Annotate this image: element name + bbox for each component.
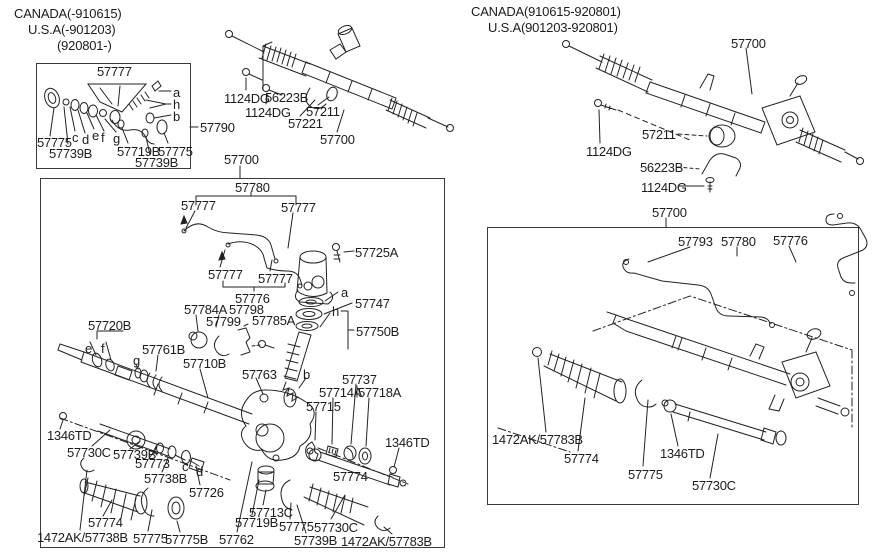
- part-label-1472AK-57783B-leftbox: 1472AK/57783B: [341, 534, 432, 549]
- part-label-57780-leftbox: 57780: [235, 180, 270, 195]
- part-label-57773: 57773: [135, 456, 170, 471]
- header-right-line2: U.S.A(901203-920801): [488, 20, 618, 35]
- ref-letter-h: h: [173, 97, 180, 112]
- part-label-57763: 57763: [242, 367, 277, 382]
- part-label-1472AK-57738B: 1472AK/57738B: [37, 530, 128, 545]
- part-label-56223B-center: 56223B: [265, 90, 309, 105]
- part-label-57793: 57793: [678, 234, 713, 249]
- ref-letter-a: a: [173, 85, 180, 100]
- part-label-56223B-right: 56223B: [640, 160, 684, 175]
- ref-letter-b-leftbox: b: [303, 367, 310, 382]
- ref-letter-f-leftbox: f: [101, 341, 105, 356]
- part-label-57777-3: 57777: [208, 267, 243, 282]
- ref-letter-c-leftbox: c: [182, 459, 189, 474]
- part-label-57739B-a: 57739B: [113, 447, 157, 462]
- part-label-57785A: 57785A: [252, 313, 296, 328]
- ref-letter-g-leftbox: g: [133, 353, 140, 368]
- part-label-57777-inset: 57777: [97, 64, 132, 79]
- ref-letter-h-leftbox: h: [332, 304, 339, 319]
- part-label-57719B-inset: 57719B: [117, 144, 161, 159]
- part-label-57777-2: 57777: [281, 200, 316, 215]
- part-label-57719B-leftbox: 57719B: [235, 515, 279, 530]
- part-label-57777-4: 57777: [258, 271, 293, 286]
- part-label-57762: 57762: [219, 532, 254, 547]
- part-label-57775-b: 57775: [279, 519, 314, 534]
- part-label-1124DG-center-2: 1124DG: [245, 105, 291, 120]
- part-label-57774-left: 57774: [88, 515, 123, 530]
- part-label-57750B: 57750B: [356, 324, 400, 339]
- part-label-57780-rightbox: 57780: [721, 234, 756, 249]
- header-left-line3: (920801-): [57, 38, 112, 53]
- right-gearbox-drawing: [497, 213, 868, 479]
- part-label-57211-center: 57211: [306, 104, 340, 119]
- part-label-57774-rightbox: 57774: [564, 451, 599, 466]
- part-label-57798: 57798: [229, 302, 264, 317]
- center-rack-drawing: [225, 24, 454, 133]
- part-label-57777-1: 57777: [181, 198, 216, 213]
- part-label-57775-inset-right: 57775: [158, 144, 193, 159]
- part-label-57730C-bottom: 57730C: [314, 520, 358, 535]
- part-label-57700-center: 57700: [320, 132, 355, 147]
- header-left-line2: U.S.A(-901203): [28, 22, 116, 37]
- part-label-1472AK-57783B-rightbox: 1472AK/57783B: [492, 432, 583, 447]
- part-label-57737: 57737: [342, 372, 377, 387]
- part-label-1346TD-right: 1346TD: [385, 435, 430, 450]
- part-label-57739B-b: 57739B: [294, 533, 338, 548]
- inset-parts-box: [36, 63, 191, 169]
- part-label-57776-rightbox: 57776: [773, 233, 808, 248]
- part-label-57730C-left: 57730C: [67, 445, 111, 460]
- part-label-57774-right: 57774: [333, 469, 368, 484]
- ref-letter-d-leftbox: d: [196, 464, 203, 479]
- part-label-57718A: 57718A: [358, 385, 402, 400]
- ref-letter-f: f: [101, 130, 105, 145]
- header-left-line1: CANADA(-910615): [14, 6, 122, 21]
- part-label-57738B: 57738B: [144, 471, 188, 486]
- part-label-1346TD-rightbox: 1346TD: [660, 446, 705, 461]
- ref-letter-a-leftbox: a: [341, 285, 348, 300]
- ref-letter-d: d: [82, 132, 89, 147]
- ref-letter-e: e: [92, 128, 99, 143]
- part-label-57799: 57799: [206, 314, 241, 329]
- part-label-1124DG-center-1: 1124DG: [224, 91, 270, 106]
- left-gearbox-drawing: [57, 165, 409, 535]
- ref-letter-b: b: [173, 109, 180, 124]
- part-label-57747: 57747: [355, 296, 390, 311]
- part-label-57700-rightbox: 57700: [652, 205, 687, 220]
- part-label-57714A: 57714A: [319, 385, 363, 400]
- part-label-57790: 57790: [200, 120, 235, 135]
- right-rack-drawing: [562, 40, 864, 193]
- right-assembly-box: [487, 227, 859, 505]
- part-label-57730C-rightbox: 57730C: [692, 478, 736, 493]
- part-label-57713C: 57713C: [249, 505, 293, 520]
- part-label-57775B: 57775B: [165, 532, 209, 547]
- part-label-1346TD-left: 1346TD: [47, 428, 92, 443]
- part-label-57739B-inset-bottom: 57739B: [135, 155, 179, 170]
- part-label-1124DG-right-1: 1124DG: [586, 144, 632, 159]
- part-label-57726: 57726: [189, 485, 224, 500]
- ref-letter-c: c: [72, 130, 79, 145]
- ref-letter-g: g: [113, 131, 120, 146]
- part-label-57715: 57715: [306, 399, 341, 414]
- left-assembly-box: [40, 178, 445, 548]
- part-label-57700-right-top: 57700: [731, 36, 766, 51]
- part-label-57739B-inset-left: 57739B: [49, 146, 93, 161]
- part-label-57211-right: 57211: [642, 127, 676, 142]
- part-label-57775-a: 57775: [133, 531, 168, 546]
- header-right-line1: CANADA(910615-920801): [471, 4, 621, 19]
- part-label-57776-leftbox: 57776: [235, 291, 270, 306]
- part-label-57775-rightbox: 57775: [628, 467, 663, 482]
- part-label-1124DG-right-2: 1124DG: [641, 180, 687, 195]
- part-label-57725A: 57725A: [355, 245, 399, 260]
- part-label-57700-leftbox: 57700: [224, 152, 259, 167]
- part-label-57775-inset-left: 57775: [37, 135, 72, 150]
- part-label-57720B: 57720B: [88, 318, 132, 333]
- part-label-57784A: 57784A: [184, 302, 228, 317]
- part-label-57761B: 57761B: [142, 342, 186, 357]
- part-label-57710B: 57710B: [183, 356, 227, 371]
- ref-letter-e-leftbox: e: [85, 341, 92, 356]
- part-label-57221: 57221: [288, 116, 323, 131]
- inset-assembly-drawing: [44, 80, 199, 156]
